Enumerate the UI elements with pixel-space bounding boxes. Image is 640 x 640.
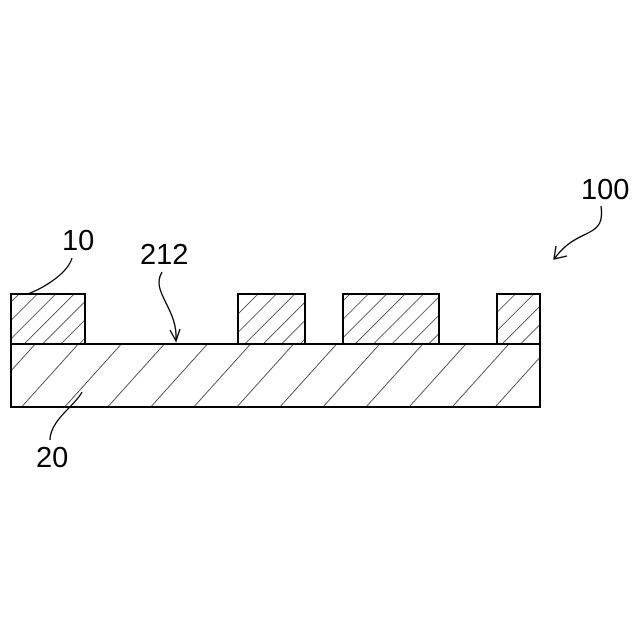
leader-line-protrusion — [28, 258, 72, 294]
leader-line-surface — [159, 272, 176, 340]
protrusion-block-4 — [497, 294, 540, 344]
protrusion-block-3 — [343, 294, 439, 344]
protrusion-block-2 — [238, 294, 305, 344]
label-assembly-100: 100 — [581, 174, 629, 206]
substrate-layer — [11, 344, 540, 407]
leader-line-assembly — [555, 206, 602, 258]
protrusion-block-1 — [11, 294, 85, 344]
label-surface-212: 212 — [140, 239, 188, 271]
label-protrusion-10: 10 — [62, 225, 94, 257]
arrowhead-surface — [170, 329, 180, 341]
label-substrate-20: 20 — [36, 442, 68, 474]
